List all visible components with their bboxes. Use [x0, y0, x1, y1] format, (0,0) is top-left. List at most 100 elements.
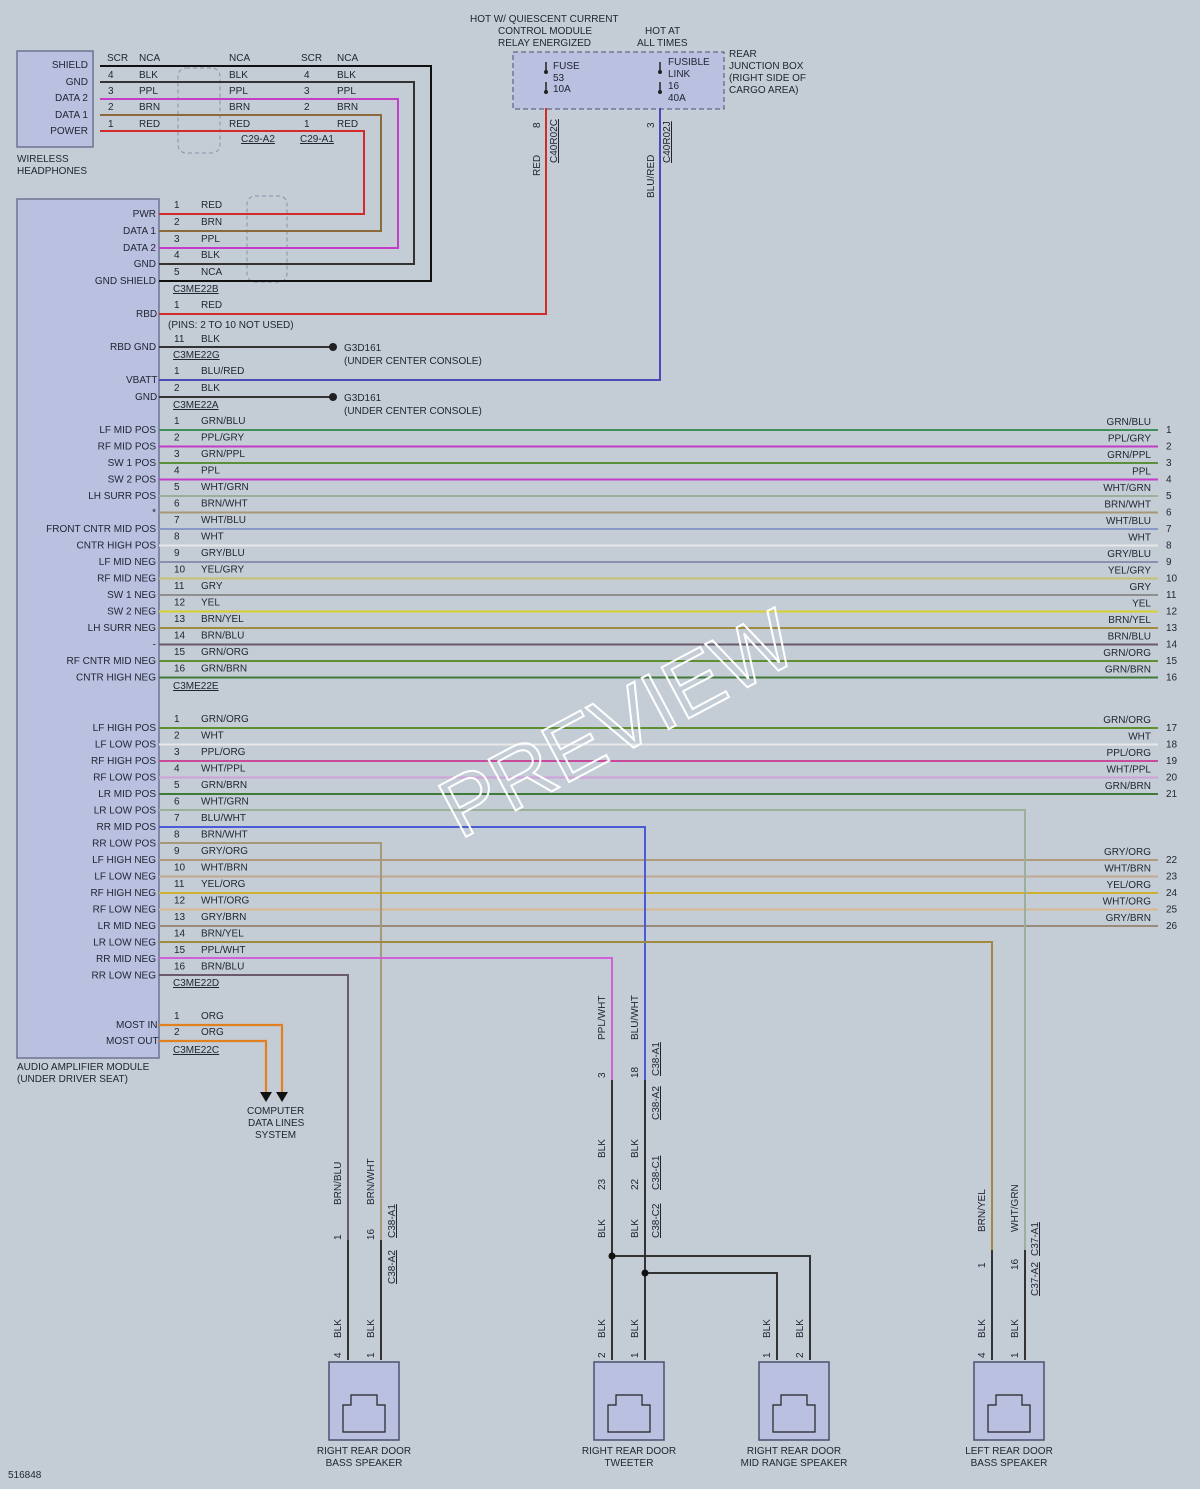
amp-wire-color: WHT/BRN [201, 863, 248, 874]
data-lines-arrows [260, 1092, 288, 1102]
speaker-wire-label: BLK [630, 1139, 641, 1158]
fusible-link: LINK [668, 69, 691, 80]
fusible-rating: 40A [668, 93, 686, 104]
speaker-icon [607, 1394, 651, 1433]
amp-pin-num: 11 [174, 581, 185, 592]
headphones-scr-right: SCR [301, 53, 322, 64]
fusible-number: 16 [668, 81, 680, 92]
rbd-gnd-color: BLK [201, 334, 220, 345]
wire-midrange-blk [612, 1255, 811, 1360]
amp-wire-color: BRN/BLU [201, 631, 244, 642]
speaker-wire-label: WHT/GRN [1010, 1184, 1021, 1232]
hp-row-pin2: 2 [304, 102, 310, 113]
speaker-box [328, 1361, 400, 1441]
wire-dest-number: 14 [1166, 640, 1178, 651]
amp-wire-color: GRN/ORG [201, 647, 249, 658]
headphone-pin-4: POWER [50, 126, 88, 137]
rbd-label: RBD [136, 309, 157, 320]
amp-pin-label: RF LOW NEG [93, 905, 157, 916]
connector-c40r02j: C40R02J [662, 121, 673, 163]
wire-rr-low-neg [159, 974, 349, 1360]
headphones-nca-mid: NCA [229, 53, 250, 64]
amp-wire-color: WHT [201, 731, 224, 742]
splice-1 [608, 1252, 616, 1260]
speaker-icon [772, 1394, 816, 1433]
speaker-wire-label: 1 [630, 1352, 641, 1358]
fuse-label: FUSE [553, 61, 580, 72]
wire-color-right: BRN/YEL [1108, 615, 1151, 626]
amp-pin-num: 12 [174, 896, 186, 907]
amp-pin-label: LR LOW POS [94, 806, 157, 817]
hp-row-c1: BRN [139, 102, 160, 113]
wire-dest-number: 19 [1166, 756, 1178, 767]
amp-wire-color: GRN/PPL [201, 449, 245, 460]
speaker-wire-label: 1 [366, 1352, 377, 1358]
amp-wire-color: WHT/ORG [201, 896, 250, 907]
wire-dest-number: 20 [1166, 773, 1178, 784]
gnd-label: GND [135, 392, 157, 403]
amp-pin-label: LH SURR NEG [88, 623, 157, 634]
rear-junction-box [512, 51, 725, 110]
speaker-wire-label: BRN/YEL [977, 1189, 988, 1232]
amp-pin-num: 13 [174, 912, 186, 923]
amp-pin-label: CNTR HIGH POS [77, 541, 157, 552]
amp-pin-label: SW 1 NEG [107, 590, 156, 601]
amp-wire-color: WHT/PPL [201, 764, 246, 775]
wire-most-out [159, 1039, 268, 1094]
wire-dest-number: 15 [1166, 656, 1178, 667]
speaker-wire-label: 1 [977, 1262, 988, 1268]
hp-row-pin: 4 [108, 70, 114, 81]
wire-gnd-blk [100, 81, 415, 265]
speaker-wire-label: BLK [366, 1319, 377, 1338]
amp-pin-label: RF CNTR MID NEG [67, 656, 157, 667]
amp-pin-num: 2 [174, 433, 180, 444]
junction-label-3: (RIGHT SIDE OF [729, 73, 806, 84]
amp-pin-num: 4 [174, 764, 180, 775]
speaker-wire-label: C38-A2 [651, 1086, 662, 1120]
amp-pin-label: RR MID POS [97, 822, 157, 833]
amp-pin-num: 6 [174, 499, 180, 510]
most-out-num: 2 [174, 1027, 180, 1038]
wire-color-right: PPL [1132, 467, 1151, 478]
speaker-wire-label: BLK [630, 1219, 641, 1238]
wire-color-right: GRN/BLU [1107, 417, 1151, 428]
wire-vbatt-blured [159, 108, 661, 381]
headphones-label-2: HEADPHONES [17, 166, 87, 177]
wire-lr-low-neg [159, 941, 993, 1360]
speaker-name-1: RIGHT REAR DOOR [317, 1446, 411, 1457]
speaker-wire-label: BLU/WHT [630, 995, 641, 1040]
wire-color-right: YEL [1132, 599, 1151, 610]
amp-pin-label: LF LOW NEG [94, 872, 156, 883]
hp-row-pin2: 1 [304, 119, 310, 130]
amp-pin-num: 10 [174, 565, 186, 576]
connector-c29-a1: C29-A1 [300, 134, 334, 145]
wire-dest-number: 1 [1166, 425, 1172, 436]
headphones-nca-left: NCA [139, 53, 160, 64]
amp-pin-label: RR LOW POS [92, 839, 156, 850]
vbatt-label: VBATT [126, 375, 157, 386]
amp-pin-label: RR MID NEG [96, 954, 156, 965]
wire-color-right: YEL/ORG [1107, 880, 1152, 891]
audio-amplifier-module-box [16, 198, 160, 1059]
diagram-id: 516848 [8, 1470, 42, 1481]
wire-dest-number: 11 [1166, 590, 1177, 601]
amp-wire-color: PPL/WHT [201, 945, 245, 956]
amp-pin-label: RF MID POS [98, 442, 157, 453]
wire-dest-number: 22 [1166, 855, 1178, 866]
speaker-wire-label: 22 [630, 1178, 641, 1190]
amp-pin-num: 1 [174, 416, 180, 427]
amp-pin-num: 14 [174, 631, 186, 642]
hp-row-c1: PPL [139, 86, 158, 97]
headphone-pin-2: DATA 2 [55, 93, 88, 104]
speaker-wire-label: 23 [597, 1178, 608, 1190]
speaker-wire-label: C38-C2 [651, 1203, 662, 1238]
speaker-name-1: RIGHT REAR DOOR [747, 1446, 841, 1457]
speaker-wire-label: BLK [977, 1319, 988, 1338]
headphones-scr-left: SCR [107, 53, 128, 64]
wire-dest-number: 24 [1166, 888, 1178, 899]
twisted-pair-shield-1 [177, 67, 221, 154]
wire-dest-number: 3 [1166, 458, 1172, 469]
amp-b-num: 2 [174, 217, 180, 228]
